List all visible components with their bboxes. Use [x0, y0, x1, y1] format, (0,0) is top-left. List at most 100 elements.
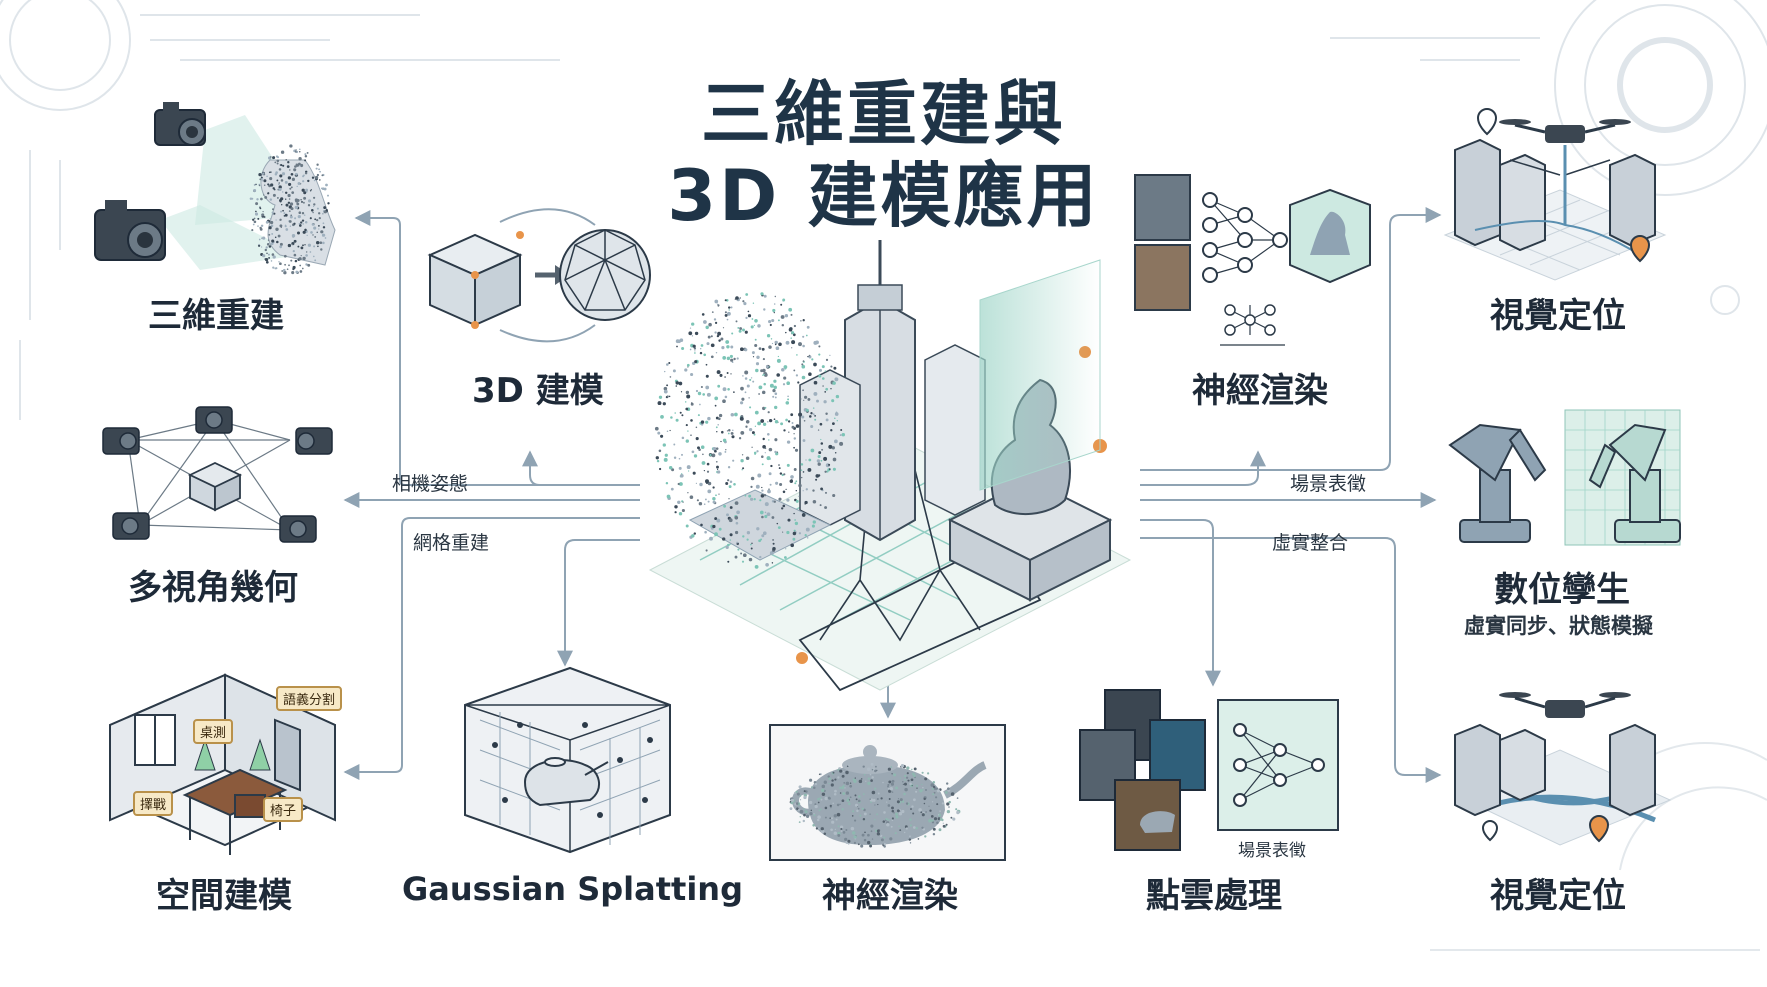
point-cloud-dot [295, 270, 299, 274]
point-cloud-dot [711, 311, 714, 313]
point-cloud-dot [733, 391, 735, 393]
point-cloud-dot [956, 797, 959, 799]
point-cloud-dot [727, 479, 730, 482]
point-cloud-dot [306, 151, 309, 154]
point-cloud-dot [269, 177, 273, 181]
point-cloud-dot [685, 407, 689, 411]
point-cloud-dot [776, 522, 779, 525]
point-cloud-dot [278, 261, 280, 263]
point-cloud-dot [846, 798, 850, 803]
point-cloud-dot [700, 523, 703, 527]
point-cloud-dot [728, 306, 731, 309]
point-cloud-dot [274, 236, 277, 239]
point-cloud-dot [320, 248, 323, 251]
point-cloud-dot [292, 268, 295, 271]
point-cloud-dot [905, 802, 909, 805]
point-cloud-dot [763, 382, 766, 386]
point-cloud-dot [312, 255, 315, 258]
point-cloud-dot [318, 225, 320, 227]
point-cloud-dot [304, 228, 307, 232]
point-cloud-dot [267, 192, 270, 195]
point-cloud-dot [883, 842, 886, 846]
point-cloud-dot [299, 270, 303, 273]
point-cloud-dot [866, 840, 871, 845]
point-cloud-dot [293, 168, 297, 172]
point-cloud-dot [285, 198, 287, 200]
point-cloud-dot [790, 543, 795, 548]
point-cloud-dot [705, 385, 710, 390]
point-cloud-dot [774, 295, 777, 298]
connectors [343, 207, 1442, 783]
point-cloud-dot [657, 431, 661, 435]
point-cloud-dot [921, 771, 924, 774]
point-cloud-dot [277, 183, 280, 186]
point-cloud-dot [780, 303, 783, 306]
point-cloud-dot [729, 533, 733, 537]
point-cloud-dot [750, 543, 752, 546]
point-cloud-dot [311, 209, 314, 212]
point-cloud-dot [802, 439, 806, 442]
point-cloud-dot [699, 347, 702, 350]
point-cloud-dot [729, 539, 732, 541]
point-cloud-dot [782, 298, 786, 302]
point-cloud-dot [916, 787, 918, 789]
point-cloud-dot [857, 807, 860, 810]
point-cloud-dot [689, 495, 694, 499]
point-cloud-dot [749, 378, 752, 381]
point-cloud-dot [832, 381, 836, 385]
point-cloud-dot [260, 197, 263, 201]
node-label-modeling: 3D 建模 [472, 371, 604, 411]
point-cloud-dot [713, 318, 717, 321]
point-cloud-dot [302, 175, 305, 178]
point-cloud-dot [728, 309, 730, 311]
point-cloud-dot [906, 766, 910, 770]
point-cloud-dot [778, 464, 780, 466]
point-cloud-dot [296, 231, 301, 235]
point-cloud-dot [825, 418, 829, 422]
point-cloud-dot [272, 255, 276, 259]
point-cloud-dot [712, 447, 717, 451]
point-cloud-dot [802, 471, 805, 473]
point-cloud-dot [874, 769, 877, 773]
point-cloud-dot [756, 527, 760, 531]
point-cloud-dot [739, 416, 744, 421]
point-cloud-dot [720, 337, 724, 341]
point-cloud-dot [787, 398, 790, 401]
point-cloud-dot [284, 213, 288, 217]
point-cloud-dot [284, 180, 288, 184]
point-cloud-dot [703, 320, 707, 324]
point-cloud-dot [656, 459, 660, 463]
point-cloud-dot [939, 817, 943, 821]
point-cloud-dot [740, 430, 745, 435]
point-cloud-dot [769, 383, 774, 388]
point-cloud-dot [712, 500, 716, 504]
point-cloud-dot [820, 438, 822, 441]
point-cloud-dot [805, 334, 808, 337]
point-cloud-dot [313, 196, 316, 199]
point-cloud-dot [932, 785, 936, 789]
point-cloud-dot [858, 795, 861, 798]
point-cloud-dot [945, 823, 948, 826]
point-cloud-dot [724, 313, 728, 317]
point-cloud-dot [265, 260, 269, 264]
node-label-gaussian: Gaussian Splatting [402, 870, 743, 908]
point-cloud-dot [298, 222, 301, 225]
point-cloud-dot [304, 154, 308, 158]
point-cloud-dot [762, 531, 767, 536]
pointcloud-nn [1233, 723, 1325, 807]
point-cloud-dot [795, 424, 800, 428]
point-cloud-dot [948, 800, 951, 804]
point-cloud-dot [323, 206, 327, 210]
point-cloud-dot [805, 459, 807, 461]
point-cloud-dot [292, 265, 296, 270]
point-cloud-dot [833, 366, 837, 370]
point-cloud-dot [739, 297, 742, 299]
point-cloud-dot [754, 453, 756, 455]
point-cloud-dot [834, 828, 837, 831]
point-cloud-dot [782, 490, 786, 494]
point-cloud-dot [695, 437, 699, 441]
point-cloud-dot [289, 169, 291, 171]
point-cloud-dot [862, 817, 866, 821]
point-cloud-dot [828, 782, 830, 785]
point-cloud-dot [750, 497, 754, 501]
